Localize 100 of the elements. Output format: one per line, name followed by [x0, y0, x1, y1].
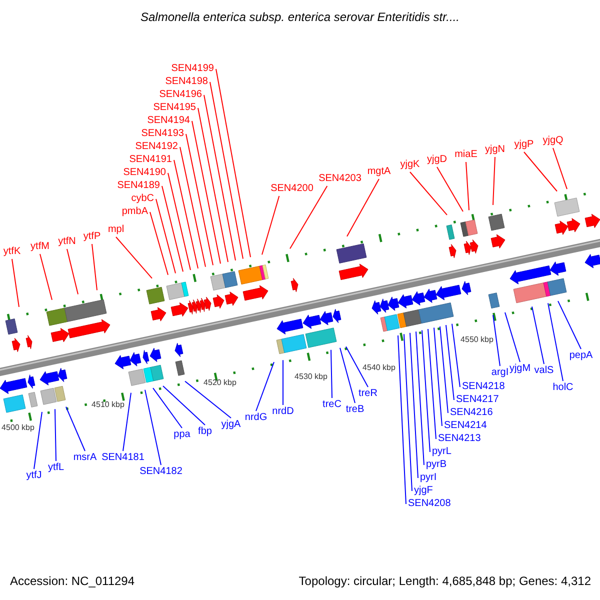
gene-label: mgtA [367, 166, 391, 178]
leader-line [256, 362, 274, 412]
leader-line [150, 212, 168, 276]
gene-label: ytfP [83, 231, 101, 243]
gene-label: SEN4218 [462, 381, 505, 393]
leader-line [532, 306, 544, 364]
leader-line [290, 186, 328, 250]
gene-label: cybC [131, 193, 154, 205]
leader-line [452, 323, 460, 388]
gene-label: ytfN [58, 236, 76, 248]
gene-label: SEN4182 [140, 466, 182, 478]
diagram-title: Salmonella enterica subsp. enterica serovar Enteritidis str.... [139, 10, 461, 25]
leader-line [492, 314, 500, 366]
leader-line [410, 172, 448, 216]
leader-line [152, 388, 182, 428]
gene-label: SEN4200 [270, 183, 314, 195]
leader-line [428, 328, 436, 440]
gene-label: SEN4192 [135, 141, 178, 153]
leader-line [184, 380, 232, 418]
leader-line [346, 346, 368, 388]
leader-line [192, 120, 221, 264]
leader-line [12, 258, 20, 308]
gene-label: yjgQ [542, 135, 564, 147]
gene-label: pmbA [122, 206, 148, 218]
scale-label: 4510 kbp [92, 399, 124, 411]
gene-label: SEN4203 [318, 173, 362, 185]
leader-line [210, 82, 244, 260]
gene-label: SEN4190 [123, 167, 166, 179]
gene-label: SEN4213 [438, 433, 481, 445]
leader-line [180, 146, 206, 268]
gene-label: ytfK [3, 246, 21, 258]
gene-label: SEN4198 [165, 76, 208, 88]
gene-label: SEN4191 [129, 154, 172, 166]
gene-label: nrdG [244, 412, 268, 424]
gene-label: ytfM [30, 241, 50, 253]
leader-line [198, 108, 228, 262]
accession-text: Accession: NC_011294 [10, 574, 135, 588]
gene-label: SEN4195 [153, 102, 196, 114]
leader-line [54, 408, 56, 462]
gene-label: yjgN [485, 144, 505, 156]
gene-label: pyrL [432, 446, 452, 458]
gene-label: ppa [174, 429, 190, 441]
scale-label: 4530 kbp [294, 371, 328, 383]
leader-line [416, 331, 424, 466]
gene-label: SEN4189 [117, 180, 160, 192]
gene-label: yjgA [221, 419, 241, 431]
gene-label: SEN4208 [408, 498, 451, 510]
leader-line [410, 332, 418, 478]
gene-label: SEN4194 [147, 115, 190, 127]
scale-label: 4540 kbp [362, 362, 396, 374]
gene-label: pyrB [426, 459, 447, 471]
gene-label: holC [552, 382, 574, 394]
leader-line [558, 300, 582, 350]
gene-label: yjgK [400, 159, 420, 171]
gene-label: SEN4216 [450, 407, 493, 419]
gene-label: treC [322, 399, 342, 411]
leader-line [168, 172, 191, 271]
leader-line [162, 385, 206, 426]
leader-line [440, 326, 448, 414]
gene-label: miaE [454, 149, 478, 161]
leader-line [40, 254, 52, 300]
gene-label: SEN4193 [141, 128, 184, 140]
leader-line [548, 302, 564, 382]
leader-line [282, 360, 284, 406]
scale-label: 4550 kbp [460, 334, 494, 346]
leader-line [434, 327, 442, 426]
gene-label: SEN4196 [159, 89, 202, 101]
leader-line [524, 152, 558, 192]
gene-label: pepA [569, 350, 593, 362]
leader-line [422, 330, 430, 452]
leader-line [216, 68, 251, 258]
leader-line [398, 334, 406, 504]
leader-line [436, 166, 464, 212]
leader-line [330, 349, 332, 398]
gene-label: yjgM [509, 363, 531, 375]
leader-line [66, 406, 86, 452]
scale-label: 4520 kbp [204, 377, 236, 389]
leader-line [92, 244, 98, 291]
gene-label: valS [534, 365, 554, 377]
summary-text: Topology: circular; Length: 4,685,848 bp; Genes: 4,312 [298, 574, 591, 588]
gene-label: ytfJ [26, 470, 42, 482]
gene-label: SEN4214 [444, 420, 487, 432]
gene-label: treB [346, 404, 364, 416]
leader-line [404, 334, 412, 492]
leader-line [446, 324, 454, 400]
leader-line [174, 160, 198, 269]
scale-label: 4500 kbp [2, 422, 34, 434]
leader-line [144, 389, 162, 466]
gene-label: SEN4181 [102, 452, 144, 464]
gene-label: argI [491, 367, 509, 379]
leader-line [492, 156, 496, 206]
gene-label: yjgD [427, 154, 447, 166]
leader-line [66, 248, 78, 295]
gene-label: mpl [108, 224, 124, 236]
gene-label: ytfL [48, 462, 64, 474]
gene-label: msrA [73, 452, 97, 464]
leader-line [156, 198, 176, 274]
leader-line [116, 236, 152, 279]
leader-line [340, 347, 356, 404]
leader-line [34, 411, 42, 470]
